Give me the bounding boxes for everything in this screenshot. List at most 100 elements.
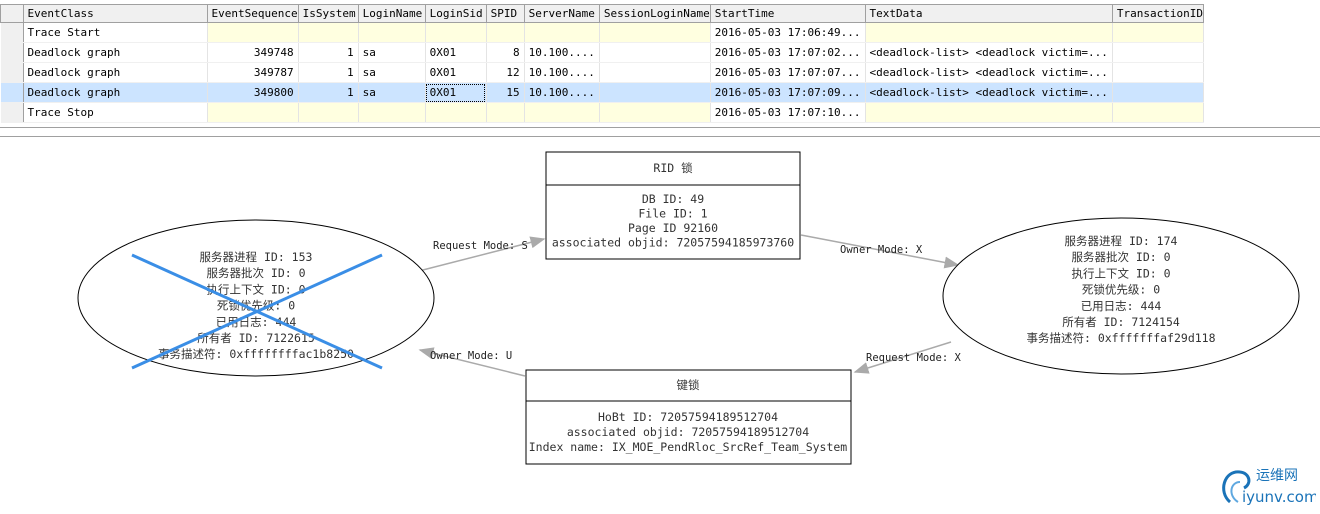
cell-event[interactable]: Deadlock graph (23, 42, 208, 63)
cell-spid[interactable]: 15 (486, 82, 525, 103)
cell-server[interactable]: 10.100.... (524, 82, 600, 103)
cell-server[interactable] (524, 102, 600, 123)
cell-session[interactable] (599, 42, 711, 63)
process-174-line: 服务器进程 ID: 174 (1065, 234, 1178, 248)
cell-seq[interactable] (207, 22, 299, 43)
cell-spid[interactable]: 8 (486, 42, 525, 63)
cell-seq[interactable]: 349748 (207, 42, 299, 63)
col-header-eventclass[interactable]: EventClass (22, 4, 208, 23)
cell-server[interactable]: 10.100.... (524, 42, 600, 63)
cell-tid[interactable] (1112, 42, 1205, 63)
cell-seq[interactable] (207, 102, 299, 123)
col-header-eventsequence[interactable]: EventSequence (206, 4, 299, 23)
cell-sys[interactable] (298, 22, 359, 43)
col-header-sessionloginname[interactable]: SessionLoginName (598, 4, 711, 23)
cell-login[interactable] (358, 102, 426, 123)
cell-session[interactable] (599, 82, 711, 103)
key-lock-line: Index name: IX_MOE_PendRloc_SrcRef_Team_… (529, 440, 848, 454)
victim-process-line: 事务描述符: 0xffffffffac1b8250 (158, 347, 354, 361)
cell-start[interactable]: 2016-05-03 17:06:49... (710, 22, 866, 43)
cell-event[interactable]: Deadlock graph (23, 62, 208, 83)
cell-seq[interactable]: 349787 (207, 62, 299, 83)
cell-start[interactable]: 2016-05-03 17:07:09... (710, 82, 866, 103)
cell-spid[interactable]: 12 (486, 62, 525, 83)
cell-event[interactable]: Deadlock graph (23, 82, 208, 103)
cell-spid[interactable] (486, 22, 525, 43)
cell-session[interactable] (599, 22, 711, 43)
cell-text[interactable]: <deadlock-list> <deadlock victim=... (865, 62, 1113, 83)
process-174-line: 所有者 ID: 7124154 (1062, 315, 1180, 329)
cell-session[interactable] (599, 102, 711, 123)
cell-login[interactable]: sa (358, 62, 426, 83)
table-row[interactable]: Trace Stop 2016-05-03 17:07:10... (0, 102, 1205, 123)
rid-lock-line: DB ID: 49 (642, 192, 704, 206)
cell-login[interactable]: sa (358, 42, 426, 63)
cell-sys[interactable] (298, 102, 359, 123)
rid-lock-line: File ID: 1 (638, 207, 707, 221)
cell-text[interactable]: <deadlock-list> <deadlock victim=... (865, 82, 1113, 103)
rid-lock-line: associated objid: 72057594185973760 (552, 236, 794, 250)
cell-text[interactable] (865, 22, 1113, 43)
events-table: EventClass EventSequence IsSystem LoginN… (0, 4, 1205, 123)
process-174-line: 执行上下文 ID: 0 (1071, 266, 1170, 280)
cell-start[interactable]: 2016-05-03 17:07:10... (710, 102, 866, 123)
cell-tid[interactable] (1112, 102, 1205, 123)
table-row[interactable]: Trace Start 2016-05-03 17:06:49... (0, 22, 1205, 43)
col-header-textdata[interactable]: TextData (864, 4, 1113, 23)
cell-server[interactable]: 10.100.... (524, 62, 600, 83)
cell-tid[interactable] (1112, 22, 1205, 43)
cell-login[interactable] (358, 22, 426, 43)
row-header[interactable] (0, 42, 24, 63)
col-header-servername[interactable]: ServerName (523, 4, 600, 23)
edge-owner-u: Owner Mode: U (418, 347, 526, 377)
cell-tid[interactable] (1112, 82, 1205, 103)
col-header-loginsid[interactable]: LoginSid (424, 4, 487, 23)
col-header-transactionid[interactable]: TransactionID (1111, 4, 1205, 23)
cell-event[interactable]: Trace Stop (23, 102, 208, 123)
key-lock-node[interactable]: 键锁 HoBt ID: 72057594189512704associated … (525, 369, 852, 465)
rid-lock-title: RID 锁 (653, 161, 693, 175)
cell-sys[interactable]: 1 (298, 82, 359, 103)
cell-session[interactable] (599, 62, 711, 83)
row-header[interactable] (0, 102, 24, 123)
cell-event[interactable]: Trace Start (23, 22, 208, 43)
col-header-loginname[interactable]: LoginName (357, 4, 426, 23)
cell-text[interactable] (865, 102, 1113, 123)
process-174-line: 服务器批次 ID: 0 (1071, 250, 1170, 264)
victim-cross-line-2 (131, 253, 383, 370)
cell-sid[interactable]: 0X01 (425, 42, 487, 63)
cell-spid[interactable] (486, 102, 525, 123)
trace-events-grid[interactable]: EventClass EventSequence IsSystem LoginN… (0, 0, 1320, 128)
cell-start[interactable]: 2016-05-03 17:07:02... (710, 42, 866, 63)
row-header[interactable] (0, 62, 24, 83)
cell-login[interactable]: sa (358, 82, 426, 103)
cell-sid[interactable] (425, 102, 487, 123)
row-header[interactable] (0, 82, 24, 103)
edge-request-s: Request Mode: S (414, 236, 546, 273)
logo-text-cn: 运维网 (1256, 468, 1298, 484)
cell-seq[interactable]: 349800 (207, 82, 299, 103)
cell-tid[interactable] (1112, 62, 1205, 83)
col-header-issystem[interactable]: IsSystem (297, 4, 359, 23)
victim-process-line: 已用日志: 444 (216, 315, 297, 329)
col-header-spid[interactable]: SPID (485, 4, 525, 23)
edge-request-x: Request Mode: X (853, 341, 962, 374)
cell-sid[interactable]: 0X01 (425, 62, 487, 83)
cell-start[interactable]: 2016-05-03 17:07:07... (710, 62, 866, 83)
deadlock-graph-pane: Request Mode: S Owner Mode: X Request Mo… (0, 136, 1320, 514)
logo-text-en: iyunv.com (1242, 488, 1316, 506)
cell-sys[interactable]: 1 (298, 62, 359, 83)
cell-server[interactable] (524, 22, 600, 43)
cell-sid[interactable]: 0X01 (425, 82, 487, 103)
cell-sid[interactable] (425, 22, 487, 43)
col-header-starttime[interactable]: StartTime (709, 4, 866, 23)
cell-sys[interactable]: 1 (298, 42, 359, 63)
row-header[interactable] (0, 22, 24, 43)
cell-text[interactable]: <deadlock-list> <deadlock victim=... (865, 42, 1113, 63)
